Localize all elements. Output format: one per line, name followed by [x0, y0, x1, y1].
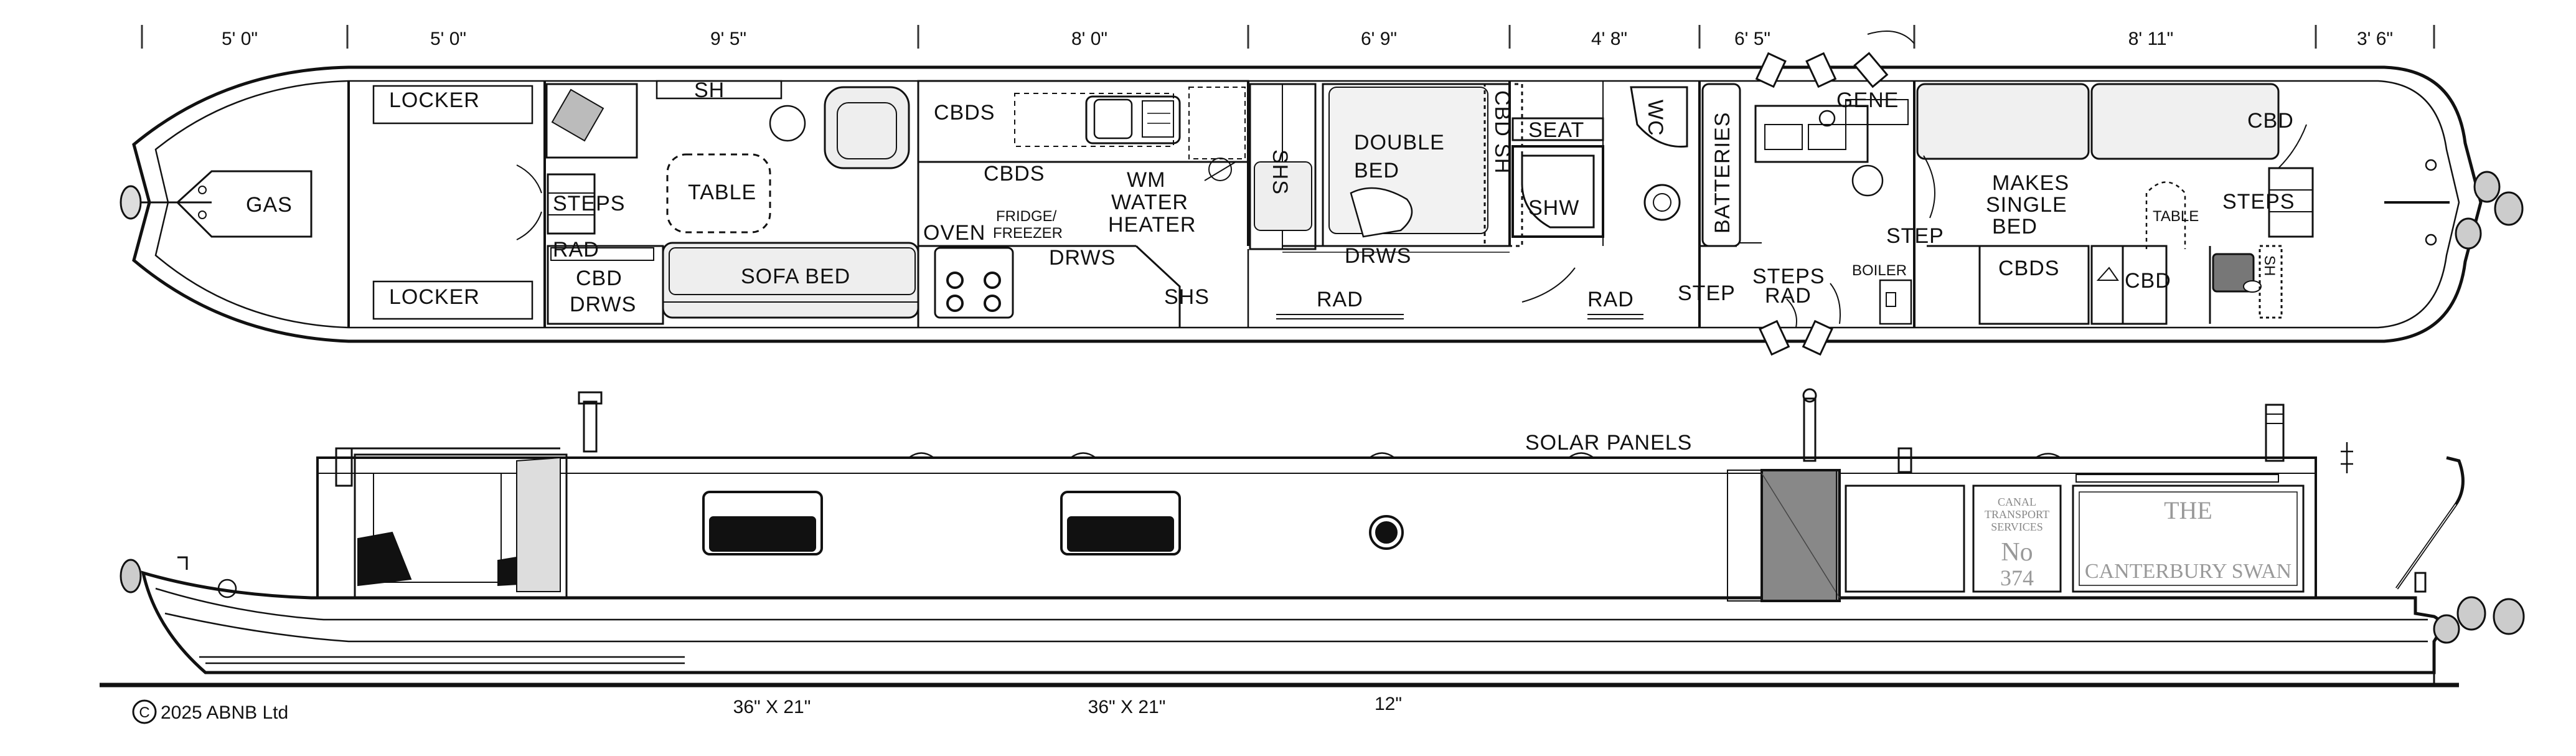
room-label-cbd: CBD: [576, 267, 623, 290]
plan-hull-inner: [154, 80, 2460, 329]
room-label-sh: SH: [2261, 255, 2278, 276]
boat-name-the: THE: [2164, 496, 2212, 524]
room-label-cbd-sh: CBD SH: [1490, 90, 1514, 174]
window-size-label: 36" X 21": [733, 697, 811, 717]
elevation-labels: SOLAR PANELS CANAL TRANSPORT SERVICES No…: [132, 431, 2292, 724]
copyright-text: 2025 ABNB Ltd: [161, 702, 288, 723]
window-size-label: 36" X 21": [1088, 697, 1166, 717]
room-label-cbd: CBD: [2247, 109, 2294, 133]
room-label-rad: RAD: [553, 238, 599, 262]
plan-hull-outline: [132, 65, 2483, 343]
room-label-cbds: CBDS: [934, 101, 995, 125]
room-label-boiler: BOILER: [1852, 262, 1907, 279]
dimension-labels: 5' 0" 5' 0" 9' 5" 8' 0" 6' 9" 4' 8" 6' 5…: [222, 29, 2393, 49]
room-label-sh: SH: [694, 78, 725, 102]
dimension-label: 6' 9": [1361, 29, 1397, 49]
room-label-drws: DRWS: [570, 293, 636, 316]
room-label-steps: STEPS: [2222, 190, 2295, 214]
room-label-drws: DRWS: [1345, 244, 1411, 268]
room-label-water: WATER: [1111, 191, 1188, 214]
room-label-step: STEP: [1886, 224, 1944, 248]
room-label-seat: SEAT: [1528, 118, 1584, 142]
plan-view: [120, 31, 2524, 356]
room-label-bed: BED: [1992, 215, 2038, 239]
solar-panels-label: SOLAR PANELS: [1525, 431, 1692, 455]
stern-fender: [2473, 171, 2501, 203]
copyright-symbol: C: [139, 704, 149, 721]
panel-text: CANAL: [1998, 496, 2036, 508]
room-label-cbds: CBDS: [984, 162, 1045, 186]
panel-text: TRANSPORT: [1985, 508, 2049, 521]
stern-fender: [2493, 598, 2525, 635]
room-label-locker: LOCKER: [389, 285, 480, 309]
panel-number: 374: [2000, 565, 2034, 590]
dimension-label: 4' 8": [1591, 29, 1627, 49]
porthole-size-label: 12": [1375, 694, 1402, 714]
room-label-rad: RAD: [1765, 284, 1812, 308]
room-label-fridge: FRIDGE/: [996, 208, 1057, 225]
panel-text: SERVICES: [1991, 521, 2043, 533]
room-label-oven: OVEN: [923, 221, 985, 245]
room-label-rad: RAD: [1317, 288, 1363, 311]
room-label-rad: RAD: [1587, 288, 1634, 311]
room-label-heater: HEATER: [1108, 213, 1196, 237]
room-label-table: TABLE: [2153, 208, 2199, 225]
plan-labels: GAS LOCKER LOCKER STEPS RAD CBD DRWS SH …: [246, 78, 2295, 316]
room-label-drws: DRWS: [1049, 246, 1116, 270]
boat-name: CANTERBURY SWAN: [2085, 560, 2292, 583]
room-label-shs: SHS: [1164, 285, 1210, 309]
room-label-gene: GENE: [1836, 88, 1899, 112]
room-label-double: DOUBLE: [1354, 131, 1445, 154]
room-label-bed: BED: [1354, 159, 1399, 182]
window: [702, 491, 823, 555]
porthole: [1369, 515, 1404, 550]
room-label-cbds: CBDS: [1998, 257, 2059, 280]
room-label-shs: SHS: [1268, 149, 1292, 195]
room-label-steps: STEPS: [1752, 265, 1825, 288]
room-label-single: SINGLE: [1986, 193, 2067, 217]
dimension-label: 3' 6": [2357, 29, 2393, 49]
stern-fender: [2455, 217, 2482, 250]
room-label-wm: WM: [1127, 168, 1165, 192]
room-label-step: STEP: [1678, 281, 1736, 305]
room-label-steps: STEPS: [553, 192, 625, 215]
room-label-gas: GAS: [246, 193, 293, 217]
dimension-label: 6' 5": [1734, 29, 1770, 49]
room-label-sofa-bed: SOFA BED: [741, 265, 850, 288]
dimension-label: 8' 11": [2128, 29, 2174, 49]
side-elevation: [100, 388, 2525, 687]
gas-locker: [176, 170, 313, 238]
room-label-wc: WC: [1643, 100, 1667, 136]
window: [1060, 491, 1181, 555]
bow-fender: [120, 559, 142, 593]
room-label-freezer: FREEZER: [993, 225, 1063, 242]
room-label-locker: LOCKER: [389, 88, 480, 112]
dimension-label: 5' 0": [222, 29, 258, 49]
dimension-row: [141, 25, 2435, 49]
dimension-label: 5' 0": [430, 29, 466, 49]
stern-fender: [2494, 191, 2524, 226]
dimension-label: 8' 0": [1071, 29, 1107, 49]
room-label-batteries: BATTERIES: [1711, 112, 1734, 234]
room-label-makes: MAKES: [1992, 171, 2069, 195]
panel-no: No: [2001, 538, 2033, 567]
dimension-label: 9' 5": [710, 29, 746, 49]
stern-fender: [2456, 596, 2486, 631]
room-label-cbd: CBD: [2125, 269, 2171, 293]
room-label-shw: SHW: [1528, 196, 1579, 220]
copyright-circle: [132, 699, 157, 724]
bow-fender: [120, 185, 142, 220]
stern-fender: [2433, 614, 2460, 644]
room-label-table: TABLE: [688, 181, 756, 204]
